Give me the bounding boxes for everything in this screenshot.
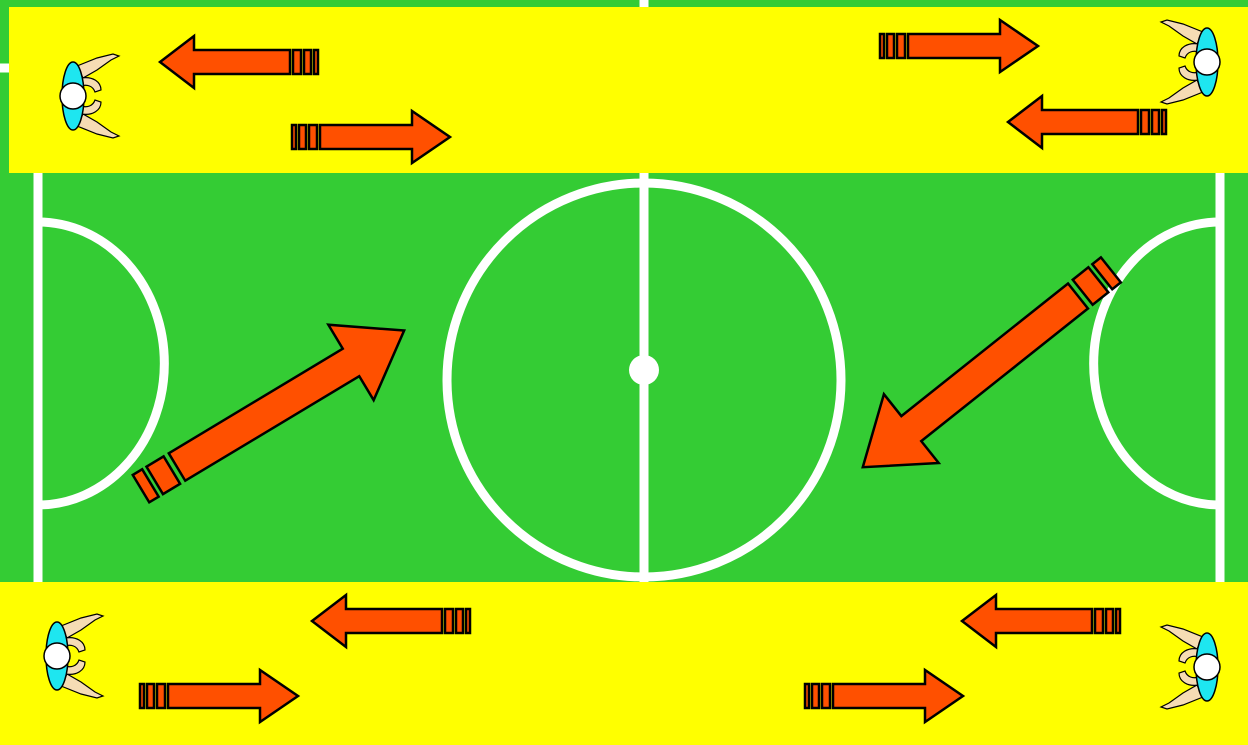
bottom-yellow-zone xyxy=(0,582,1248,745)
arrow-top-left-outward-stripe-3 xyxy=(314,50,318,74)
arrow-bottom-left-lower-stripe-3 xyxy=(140,684,144,708)
player-top-right-head xyxy=(1194,49,1220,75)
arrow-top-left-outward-stripe-2 xyxy=(304,50,311,74)
arrow-top-left-outward-stripe-1 xyxy=(293,50,301,74)
arrow-top-right-inward-stripe-1 xyxy=(1141,110,1149,134)
arrow-bottom-left-upper-stripe-2 xyxy=(456,609,463,633)
arrow-top-right-inward-stripe-2 xyxy=(1152,110,1159,134)
arrow-top-left-inward-stripe-3 xyxy=(292,125,296,149)
arrow-top-right-inward-stripe-3 xyxy=(1162,110,1166,134)
arrow-top-right-outward-stripe-1 xyxy=(897,34,905,58)
arrow-top-right-outward-stripe-2 xyxy=(887,34,894,58)
arrow-bottom-left-lower-stripe-1 xyxy=(157,684,165,708)
player-bottom-left-head xyxy=(44,643,70,669)
arrow-top-right-outward-stripe-3 xyxy=(880,34,884,58)
arrow-bottom-left-upper-stripe-3 xyxy=(466,609,470,633)
arrow-top-left-inward-stripe-1 xyxy=(309,125,317,149)
player-bottom-right-head xyxy=(1194,654,1220,680)
arrow-bottom-right-upper-stripe-1 xyxy=(1095,609,1103,633)
player-top-left-head xyxy=(60,83,86,109)
center-spot xyxy=(629,355,659,385)
arrow-top-left-inward-stripe-2 xyxy=(299,125,306,149)
arrow-bottom-right-lower-stripe-1 xyxy=(822,684,830,708)
arrow-bottom-right-upper-stripe-3 xyxy=(1116,609,1120,633)
arrow-bottom-left-upper-stripe-1 xyxy=(445,609,453,633)
arrow-bottom-left-lower-stripe-2 xyxy=(147,684,154,708)
arrow-bottom-right-lower-stripe-3 xyxy=(805,684,809,708)
arrow-bottom-right-upper-stripe-2 xyxy=(1106,609,1113,633)
arrow-bottom-right-lower-stripe-2 xyxy=(812,684,819,708)
